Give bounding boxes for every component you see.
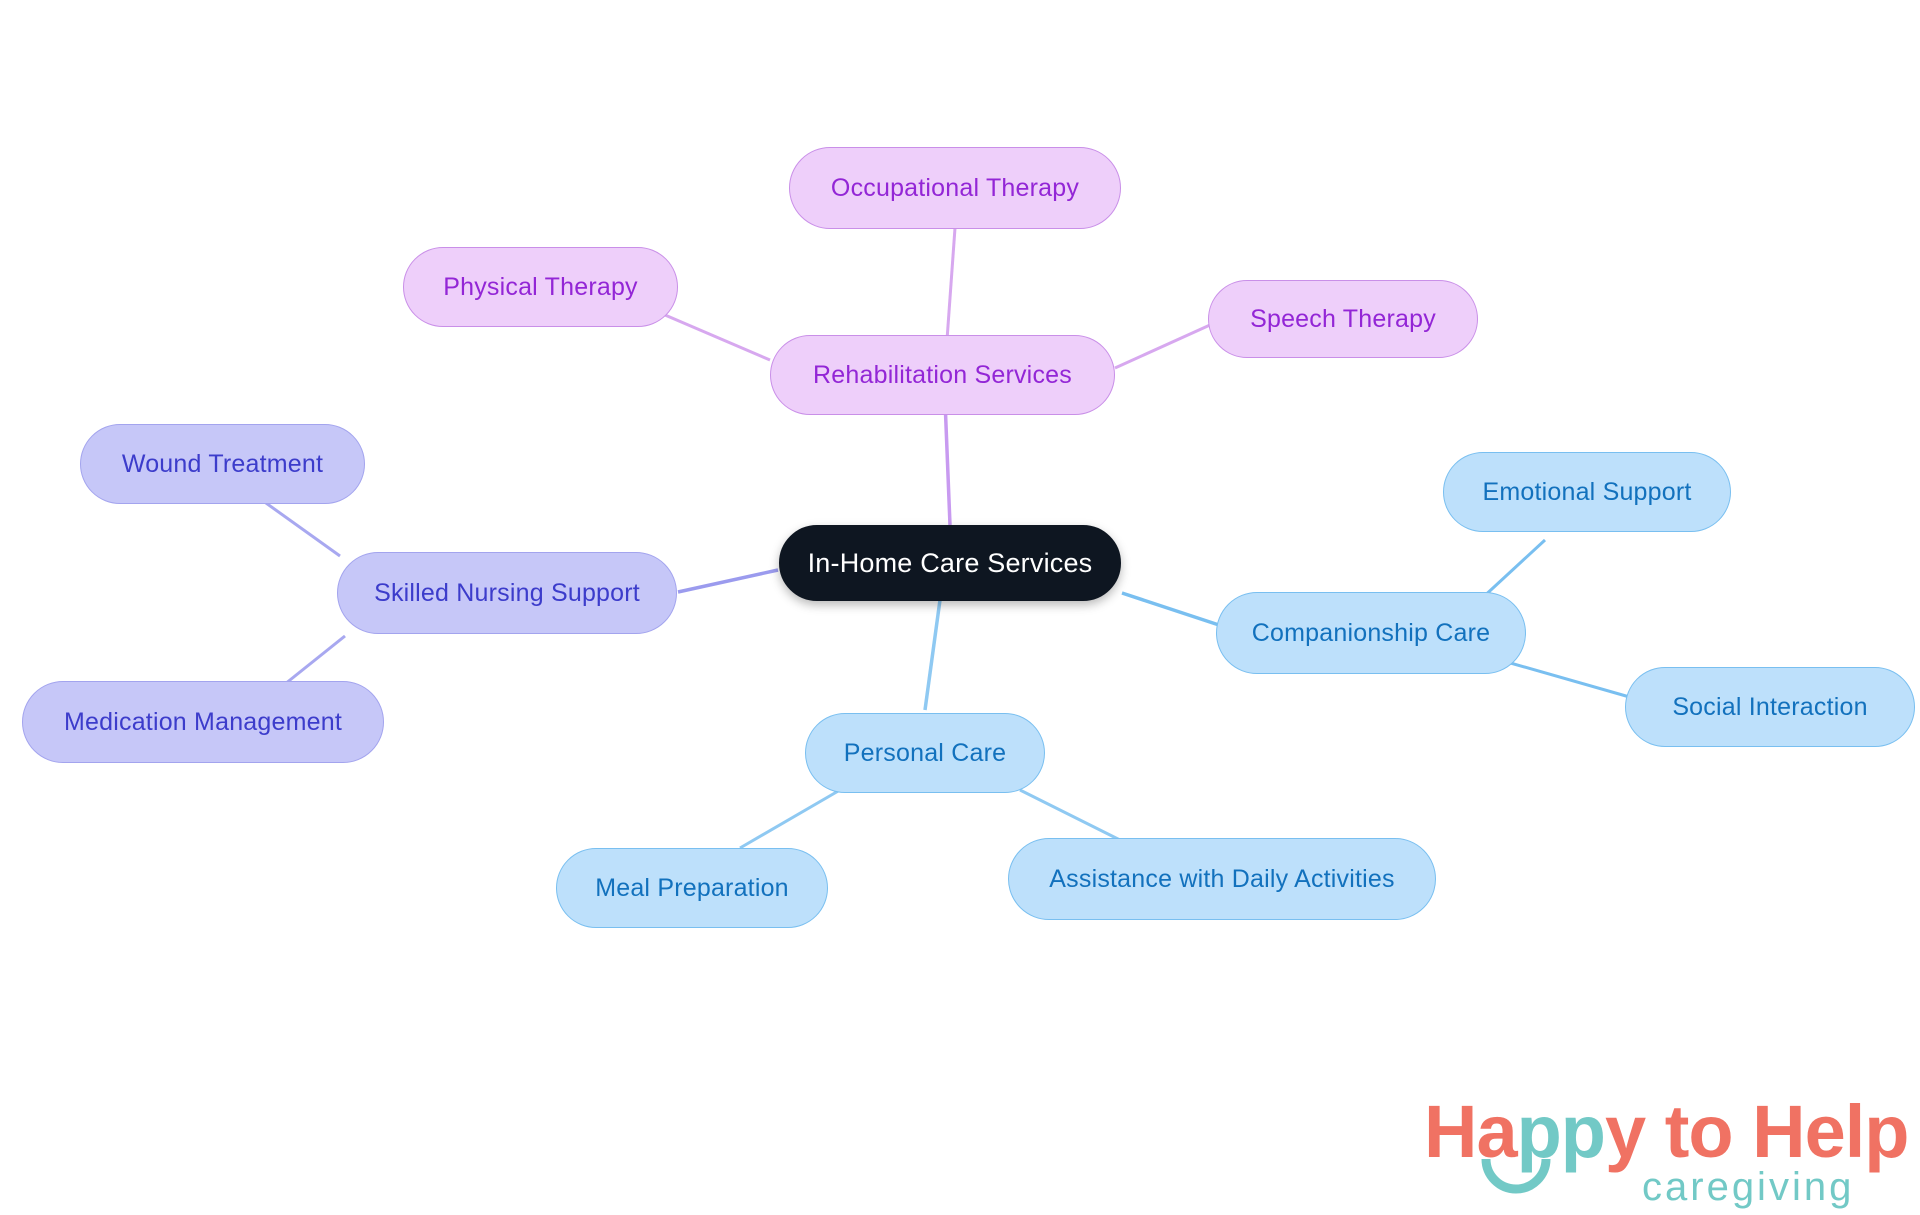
node-personal-care[interactable]: Personal Care (805, 713, 1045, 793)
node-speech-therapy-label: Speech Therapy (1250, 304, 1436, 333)
edge-companionship-emotional (1478, 538, 1547, 602)
node-assistance-with-daily-activities[interactable]: Assistance with Daily Activities (1008, 838, 1436, 920)
logo-word-pp: pp (1516, 1090, 1606, 1173)
node-rehabilitation-services[interactable]: Rehabilitation Services (770, 335, 1115, 415)
edge-rehabilitation-speech (1114, 323, 1211, 370)
edge-root-rehabilitation (943, 399, 952, 526)
node-medication-management[interactable]: Medication Management (22, 681, 384, 763)
node-medication-management-label: Medication Management (64, 707, 342, 736)
node-emotional-support[interactable]: Emotional Support (1443, 452, 1731, 532)
edge-root-skilled-nursing (677, 568, 779, 594)
edge-companionship-social (1499, 658, 1641, 702)
node-physical-therapy-label: Physical Therapy (443, 272, 638, 301)
node-companionship-care[interactable]: Companionship Care (1216, 592, 1526, 674)
node-skilled-nursing-support[interactable]: Skilled Nursing Support (337, 552, 677, 634)
edge-root-personal-care (923, 599, 942, 711)
edge-personal-assistance (1019, 788, 1121, 842)
node-social-interaction[interactable]: Social Interaction (1625, 667, 1915, 747)
logo-wordmark: Happy to Help (1424, 1095, 1910, 1169)
edge-personal-meal (739, 788, 841, 850)
node-companionship-care-label: Companionship Care (1251, 618, 1491, 647)
edge-skilled-nursing-medication (279, 634, 346, 690)
node-wound-treatment[interactable]: Wound Treatment (80, 424, 365, 504)
node-meal-preparation[interactable]: Meal Preparation (556, 848, 828, 928)
edge-rehabilitation-occupational (945, 227, 957, 341)
node-meal-preparation-label: Meal Preparation (595, 873, 789, 902)
node-skilled-nursing-support-label: Skilled Nursing Support (374, 578, 640, 607)
node-root[interactable]: In-Home Care Services (779, 525, 1121, 601)
node-occupational-therapy-label: Occupational Therapy (830, 173, 1080, 202)
happy-to-help-logo: Happy to Help caregiving (1424, 1095, 1910, 1215)
node-wound-treatment-label: Wound Treatment (121, 449, 324, 478)
edge-root-companionship (1121, 591, 1226, 629)
node-emotional-support-label: Emotional Support (1482, 477, 1692, 506)
node-speech-therapy[interactable]: Speech Therapy (1208, 280, 1478, 358)
logo-word-ha: Ha (1424, 1090, 1518, 1173)
node-rehabilitation-services-label: Rehabilitation Services (813, 360, 1072, 389)
logo-word-y-to-hel: y to Hel (1605, 1090, 1865, 1173)
node-root-label: In-Home Care Services (807, 547, 1093, 578)
smile-icon (1481, 1158, 1551, 1194)
logo-tagline: caregiving (1642, 1165, 1855, 1209)
edge-rehabilitation-physical (664, 313, 771, 362)
node-social-interaction-label: Social Interaction (1672, 692, 1868, 721)
node-occupational-therapy[interactable]: Occupational Therapy (789, 147, 1121, 229)
node-assistance-with-daily-activities-label: Assistance with Daily Activities (1049, 864, 1395, 893)
node-personal-care-label: Personal Care (843, 738, 1007, 767)
node-physical-therapy[interactable]: Physical Therapy (403, 247, 678, 327)
logo-word-p: p (1864, 1090, 1909, 1173)
